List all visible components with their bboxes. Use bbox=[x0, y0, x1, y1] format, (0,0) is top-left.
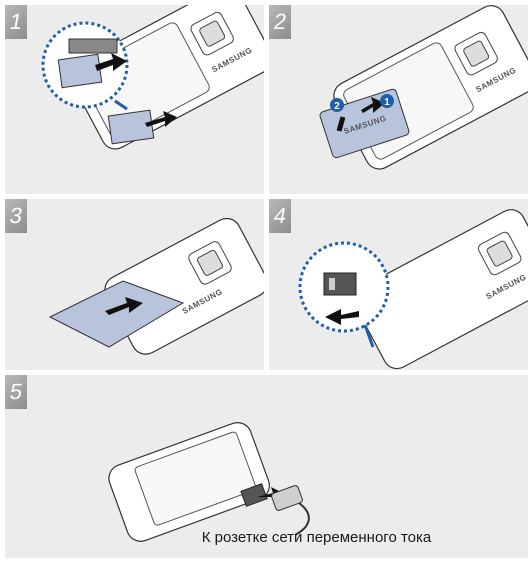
phone-screen bbox=[134, 431, 257, 526]
charger-caption: К розетке сети переменного тока bbox=[105, 529, 528, 546]
svg-text:1: 1 bbox=[384, 97, 390, 108]
svg-text:2: 2 bbox=[334, 101, 340, 112]
step-2-panel: 2 SAMSUNG SAMSUNG 1 2 bbox=[269, 5, 528, 194]
step-5-panel: 5 К розетке сети переменного тока bbox=[5, 375, 528, 558]
cover-lock-illustration: SAMSUNG bbox=[269, 199, 528, 370]
charger-plug bbox=[271, 485, 303, 511]
step-3-panel: 3 SAMSUNG bbox=[5, 199, 264, 370]
sim-insert-illustration: SAMSUNG bbox=[5, 5, 264, 194]
sim-card bbox=[108, 110, 153, 144]
step-4-panel: 4 SAMSUNG bbox=[269, 199, 528, 370]
lock-switch bbox=[324, 273, 356, 295]
cover-attach-illustration: SAMSUNG bbox=[5, 199, 264, 370]
step-1-panel: 1 SAMSUNG bbox=[5, 5, 264, 194]
battery-insert-illustration: SAMSUNG SAMSUNG 1 2 bbox=[269, 5, 528, 194]
